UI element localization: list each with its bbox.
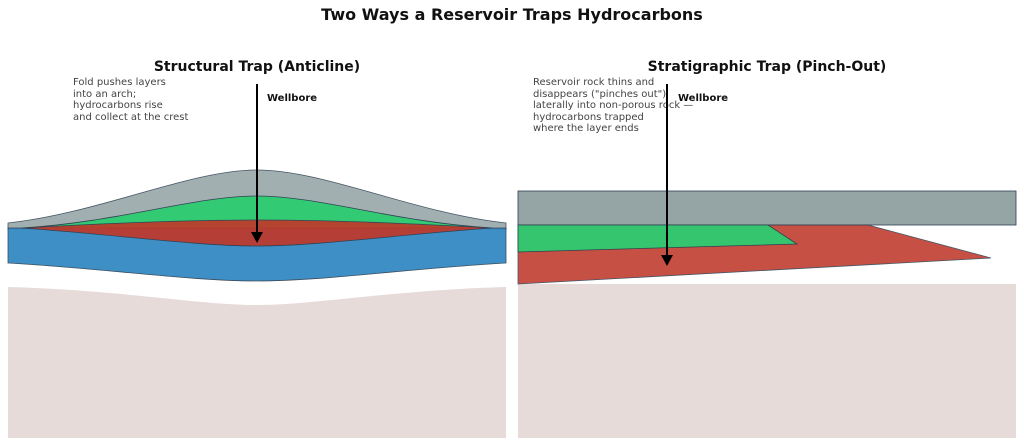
pinch-out-gas-layer <box>517 224 799 253</box>
panel-title-pinch-out: Stratigraphic Trap (Pinch-Out) <box>647 59 887 75</box>
anticline-water-layer <box>7 227 507 282</box>
pinch-out-wellbore-arrowhead <box>661 255 673 266</box>
anticline-basement-rock <box>8 287 506 438</box>
anticline-wellbore-arrowhead <box>251 232 263 243</box>
description-anticline: Fold pushes layers into an arch; hydroca… <box>73 77 189 123</box>
panel-title-anticline: Structural Trap (Anticline) <box>153 59 361 75</box>
pinch-out-basement-rock <box>518 284 1016 438</box>
pinch-out-cap-rock <box>517 190 1017 226</box>
wellbore-label-pinch-out: Wellbore <box>678 93 729 104</box>
description-pinch-out: Reservoir rock thins and disappears ("pi… <box>533 77 694 134</box>
wellbore-label-anticline: Wellbore <box>267 93 318 104</box>
figure-title: Two Ways a Reservoir Traps Hydrocarbons <box>321 5 703 24</box>
pinch-out-diagram <box>517 84 1017 438</box>
anticline-diagram <box>7 84 507 438</box>
